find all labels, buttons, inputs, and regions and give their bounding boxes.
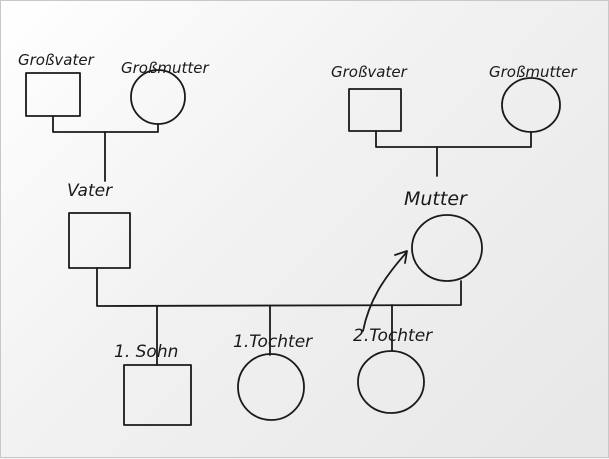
tochter1-circle [237, 353, 305, 421]
mutter-circle [411, 214, 483, 282]
tochter2-label: 2.Tochter [353, 326, 433, 346]
tochter1-label: 1.Tochter [233, 332, 313, 352]
grossmutter-left-label: Großmutter [121, 59, 210, 77]
grossmutter-right-circle [501, 77, 561, 133]
grandparents-right-couple-line [375, 130, 532, 148]
sohn-square [123, 364, 192, 426]
grossvater-left-square [25, 72, 81, 117]
tochter2-circle [357, 350, 425, 414]
grossmutter-right-label: Großmutter [489, 63, 578, 81]
grossvater-left-label: Großvater [18, 51, 95, 69]
grossmutter-left-circle [130, 69, 186, 125]
arrow-curve [362, 252, 407, 332]
arrow-head-icon [394, 250, 408, 264]
mutter-label: Mutter [404, 188, 468, 210]
grossvater-right-label: Großvater [331, 63, 408, 81]
vater-square [68, 212, 131, 269]
grossvater-right-square [348, 88, 402, 132]
sohn-label: 1. Sohn [114, 342, 178, 362]
vater-label: Vater [67, 181, 113, 201]
parents-couple-line [96, 267, 462, 307]
